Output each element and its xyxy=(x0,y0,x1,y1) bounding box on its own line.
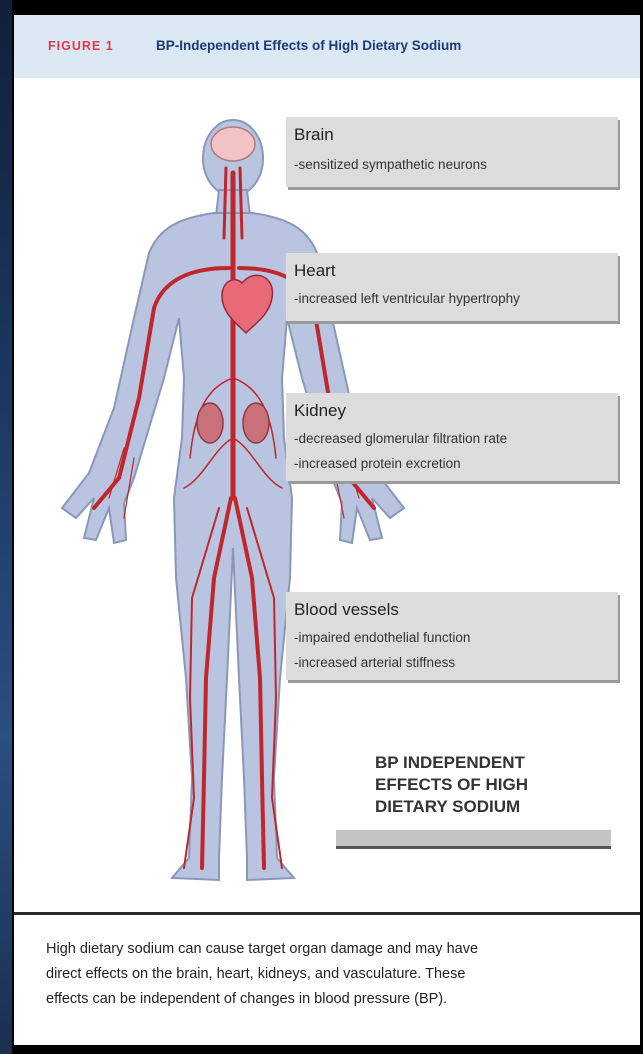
organ-effect-brain-1: -sensitized sympathetic neurons xyxy=(294,157,487,172)
organ-box-kidney: Kidney -decreased glomerular filtration … xyxy=(286,393,618,481)
summary-underline-bar xyxy=(336,830,611,846)
caption-divider xyxy=(14,912,640,915)
caption-line-3: effects can be independent of changes in… xyxy=(46,987,626,1012)
caption-line-2: direct effects on the brain, heart, kidn… xyxy=(46,962,626,987)
summary-line-2: EFFECTS OF HIGH xyxy=(375,774,528,796)
organ-title-kidney: Kidney xyxy=(294,401,346,421)
organ-box-heart: Heart -increased left ventricular hypert… xyxy=(286,253,618,321)
figure-header: FIGURE 1 BP-Independent Effects of High … xyxy=(14,15,640,78)
figure-title: BP-Independent Effects of High Dietary S… xyxy=(156,38,461,53)
organ-effect-heart-1: -increased left ventricular hypertrophy xyxy=(294,291,520,306)
figure-caption: High dietary sodium can cause target org… xyxy=(46,937,626,1012)
organ-title-heart: Heart xyxy=(294,261,336,281)
organ-box-brain: Brain -sensitized sympathetic neurons xyxy=(286,117,618,187)
figure-label: FIGURE 1 xyxy=(48,39,114,53)
left-kidney-icon xyxy=(197,403,223,443)
summary-label: BP INDEPENDENT EFFECTS OF HIGH DIETARY S… xyxy=(375,752,528,818)
figure-card: FIGURE 1 BP-Independent Effects of High … xyxy=(14,15,640,1045)
human-body-illustration xyxy=(14,78,640,908)
organ-effect-kidney-2: -increased protein excretion xyxy=(294,456,461,471)
left-edge-strip xyxy=(0,0,12,1054)
caption-line-1: High dietary sodium can cause target org… xyxy=(46,937,626,962)
summary-line-3: DIETARY SODIUM xyxy=(375,796,528,818)
organ-title-blood-vessels: Blood vessels xyxy=(294,600,399,620)
organ-effect-kidney-1: -decreased glomerular filtration rate xyxy=(294,431,507,446)
organ-effect-blood-vessels-1: -impaired endothelial function xyxy=(294,630,470,645)
organ-box-blood-vessels: Blood vessels -impaired endothelial func… xyxy=(286,592,618,680)
organ-title-brain: Brain xyxy=(294,125,334,145)
right-kidney-icon xyxy=(243,403,269,443)
summary-line-1: BP INDEPENDENT xyxy=(375,752,528,774)
brain-icon xyxy=(211,127,255,161)
organ-effect-blood-vessels-2: -increased arterial stiffness xyxy=(294,655,455,670)
